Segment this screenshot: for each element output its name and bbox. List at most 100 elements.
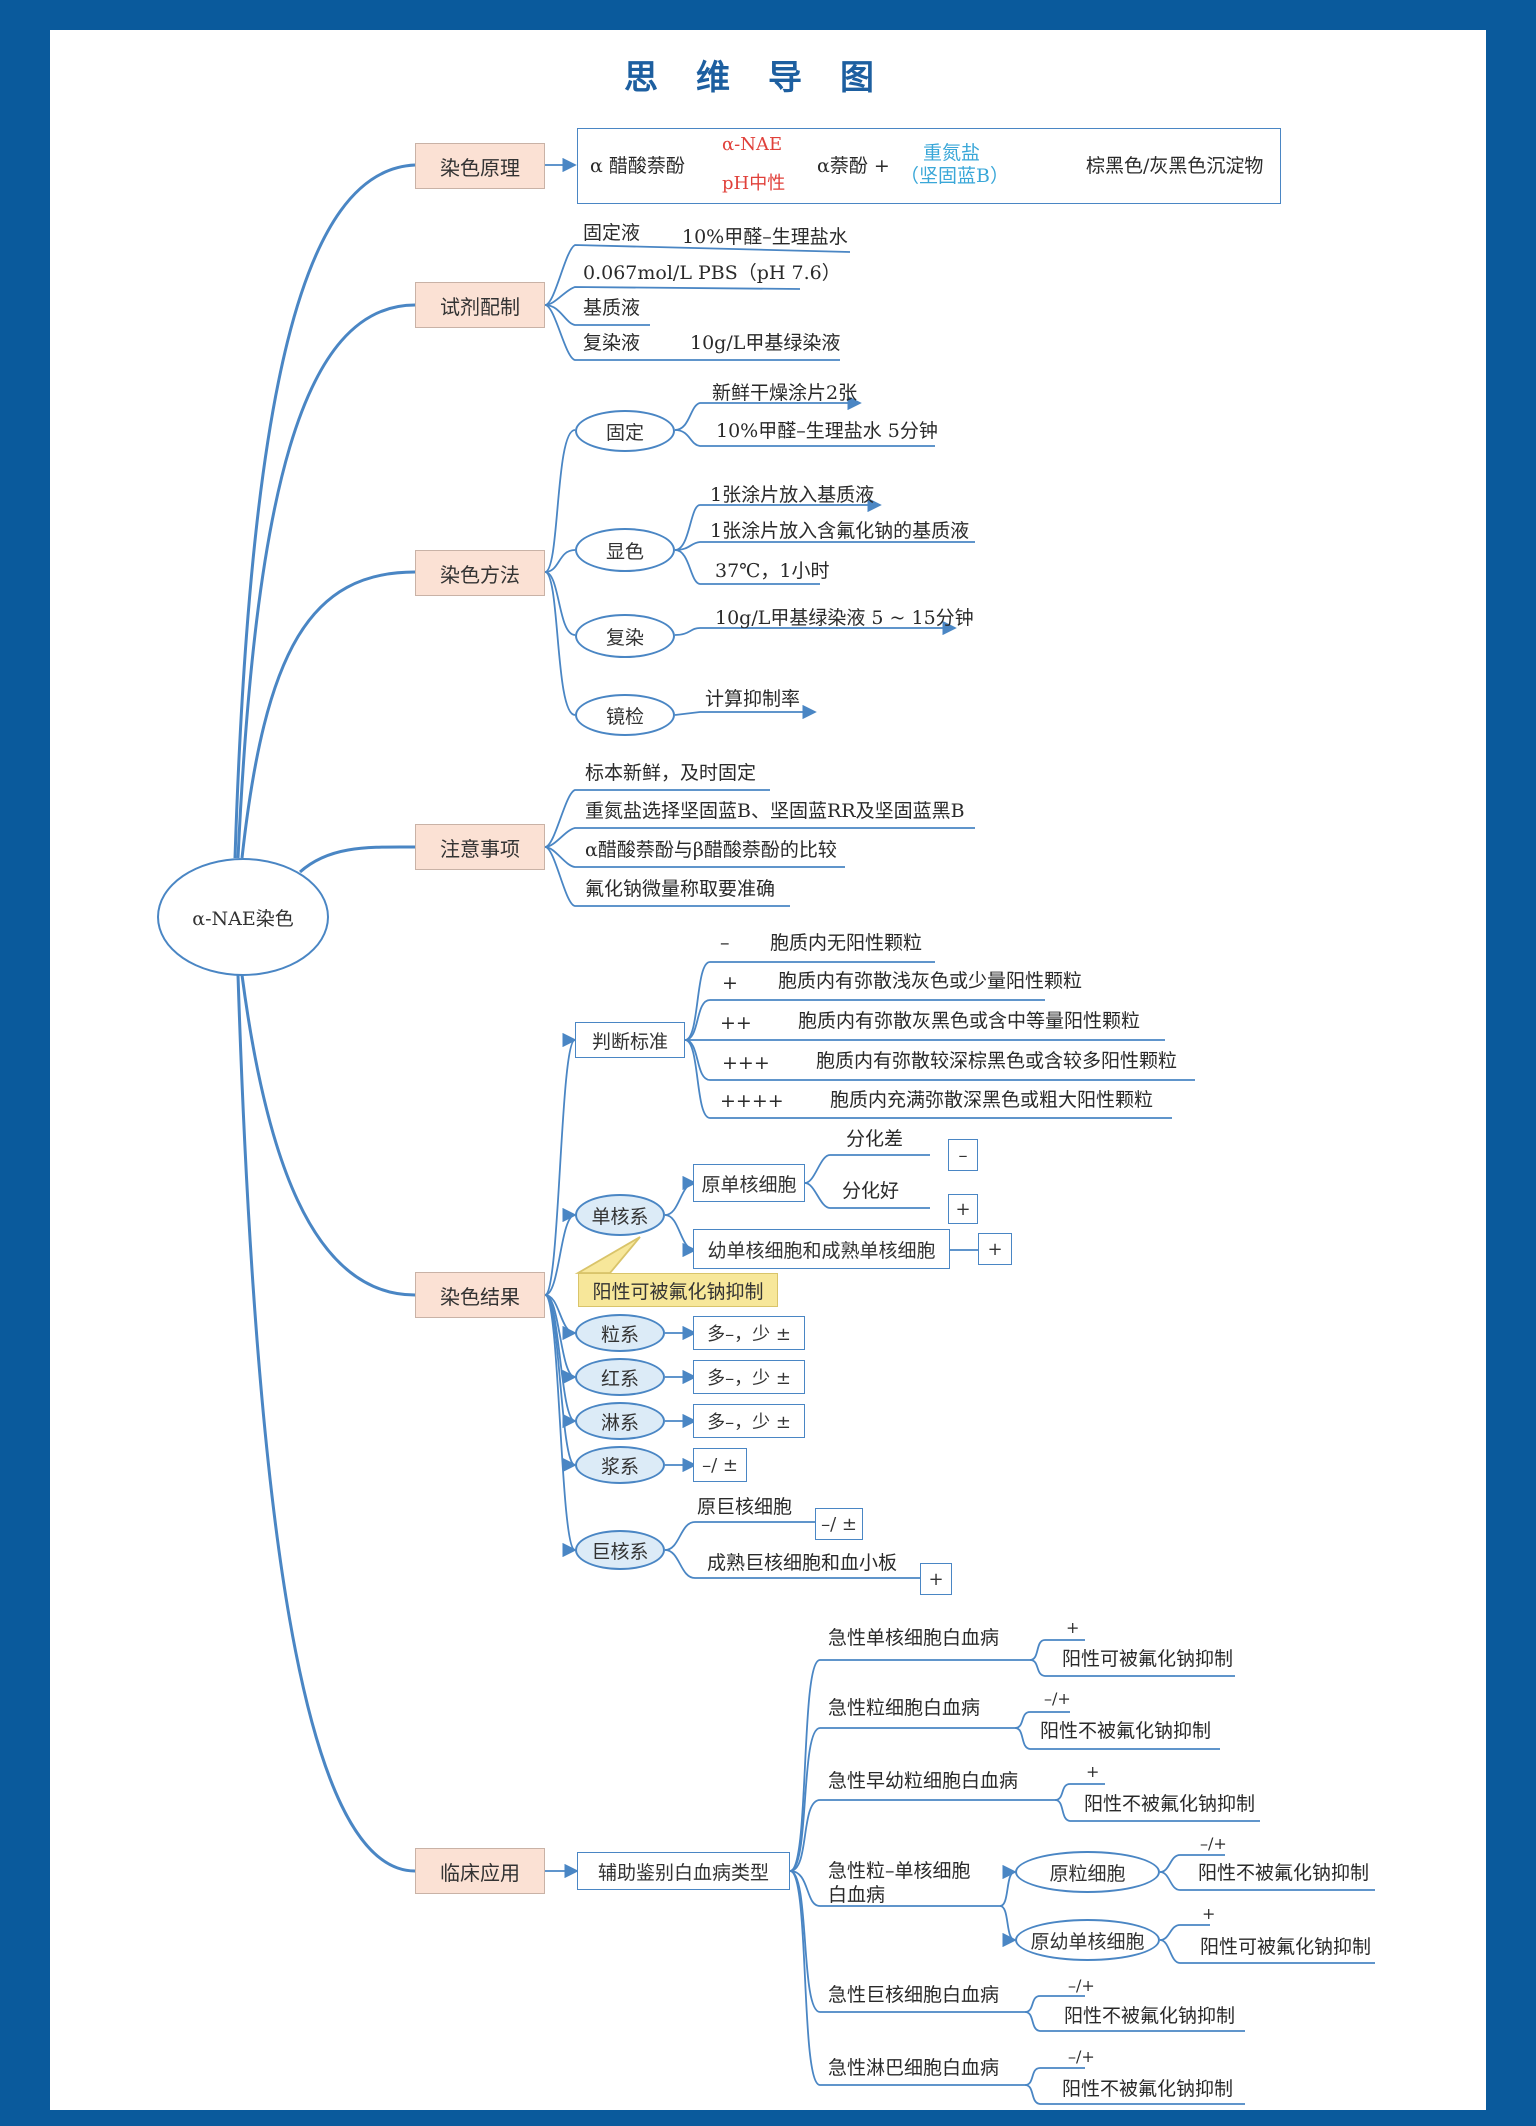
lineage-value: 多–，少 ±	[693, 1316, 805, 1350]
disease-name: 急性淋巴细胞白血病	[828, 2057, 1000, 2079]
criteria-text: 胞质内有弥散灰黑色或含中等量阳性颗粒	[798, 1010, 1141, 1032]
disease-grade: +	[1086, 1762, 1100, 1781]
method-exam: 镜检	[575, 694, 675, 736]
principle-salt-line2: （坚固蓝B）	[900, 165, 1009, 187]
criteria-grade: +	[722, 972, 738, 994]
branch-results: 染色结果	[415, 1272, 545, 1318]
results-lineage: 红系	[575, 1358, 665, 1396]
method-fix-item: 10%甲醛–生理盐水 5分钟	[716, 420, 938, 442]
aml-m4-line2: 白血病	[828, 1884, 886, 1906]
mega-mature: 成熟巨核细胞和血小板	[707, 1552, 898, 1574]
note-item: α醋酸萘酚与β醋酸萘酚的比较	[585, 839, 837, 861]
principle-reaction-box	[577, 128, 1281, 204]
results-lineage: 浆系	[575, 1446, 665, 1484]
root-link-method	[240, 570, 416, 859]
criteria-grade: ++++	[720, 1090, 784, 1112]
disease-name: 急性巨核细胞白血病	[828, 1984, 1000, 2006]
mindmap-sheet	[50, 30, 1486, 2110]
results-mono: 单核系	[575, 1194, 665, 1236]
disease-grade: –/+	[1068, 1976, 1095, 1995]
results-mega: 巨核系	[575, 1530, 665, 1570]
results-criteria: 判断标准	[575, 1022, 685, 1058]
disease-grade: –/+	[1068, 2047, 1095, 2066]
criteria-text: 胞质内充满弥散深黑色或粗大阳性颗粒	[830, 1089, 1154, 1111]
principle-salt-line1: 重氮盐	[923, 142, 981, 164]
branch-clinical: 临床应用	[415, 1848, 545, 1894]
aml-m4-line1: 急性粒–单核细胞	[828, 1860, 971, 1882]
lineage-value: –/ ±	[693, 1448, 747, 1482]
criteria-text: 胞质内有弥散浅灰色或少量阳性颗粒	[778, 970, 1083, 992]
reagent-fix-label: 固定液	[583, 222, 641, 244]
method-counter-item: 10g/L甲基绿染液 5 ~ 15分钟	[715, 607, 974, 629]
reagent-counter-label: 复染液	[583, 332, 641, 354]
reagent-counter-value: 10g/L甲基绿染液	[690, 332, 841, 354]
root-link-results	[240, 974, 416, 1297]
promono-grade: +	[1202, 1904, 1216, 1923]
disease-text: 阳性不被氟化钠抑制	[1040, 1720, 1212, 1742]
criteria-text: 胞质内无阳性颗粒	[770, 932, 923, 954]
criteria-grade: ++	[720, 1012, 752, 1034]
note-item: 标本新鲜，及时固定	[585, 762, 757, 784]
mega-primitive: 原巨核细胞	[697, 1496, 793, 1518]
disease-name: 急性单核细胞白血病	[828, 1627, 1000, 1649]
blast-text: 阳性不被氟化钠抑制	[1198, 1862, 1370, 1884]
disease-text: 阳性不被氟化钠抑制	[1064, 2005, 1236, 2027]
disease-text: 阳性可被氟化钠抑制	[1062, 1648, 1234, 1670]
reagent-fix-value: 10%甲醛–生理盐水	[682, 226, 848, 248]
root-link-reagents	[236, 303, 416, 859]
branch-method: 染色方法	[415, 550, 545, 596]
branch-reagents: 试剂配制	[415, 282, 545, 328]
method-fix: 固定	[575, 410, 675, 452]
criteria-grade: +++	[722, 1052, 770, 1074]
results-lineage: 粒系	[575, 1314, 665, 1352]
clinical-promono: 原幼单核细胞	[1015, 1919, 1160, 1961]
method-exam-item: 计算抑制率	[705, 688, 801, 710]
root-link-notes	[298, 845, 416, 874]
branch-notes: 注意事项	[415, 824, 545, 870]
disease-text: 阳性不被氟化钠抑制	[1062, 2078, 1234, 2100]
principle-enzyme: α-NAE	[722, 134, 783, 155]
mega-mature-value: +	[920, 1563, 952, 1595]
root-link-principle	[233, 163, 416, 859]
disease-grade: +	[1066, 1618, 1080, 1637]
mono-note: 阳性可被氟化钠抑制	[578, 1273, 778, 1307]
principle-final: 棕黑色/灰黑色沉淀物	[1086, 155, 1264, 177]
disease-text: 阳性不被氟化钠抑制	[1084, 1793, 1256, 1815]
reagent-buffer: 0.067mol/L PBS（pH 7.6）	[583, 262, 841, 284]
principle-condition: pH中性	[722, 173, 786, 194]
method-fix-item: 新鲜干燥涂片2张	[712, 382, 858, 404]
method-develop-item: 37℃，1小时	[715, 560, 830, 582]
good-diff-value: +	[948, 1194, 978, 1224]
clinical-blast: 原粒细胞	[1015, 1851, 1160, 1893]
results-lineage: 淋系	[575, 1402, 665, 1440]
good-diff: 分化好	[842, 1180, 900, 1202]
criteria-text: 胞质内有弥散较深棕黑色或含较多阳性颗粒	[816, 1050, 1178, 1072]
poor-diff-value: –	[948, 1139, 978, 1171]
branch-principle: 染色原理	[415, 143, 545, 189]
mono-mature-value: +	[978, 1233, 1012, 1265]
mono-mature: 幼单核细胞和成熟单核细胞	[693, 1229, 950, 1269]
disease-name: 急性早幼粒细胞白血病	[828, 1770, 1019, 1792]
page-title: 思维导图	[624, 58, 912, 98]
note-item: 氟化钠微量称取要准确	[585, 878, 776, 900]
mono-primitive: 原单核细胞	[693, 1164, 805, 1202]
clinical-aid: 辅助鉴别白血病类型	[577, 1852, 790, 1890]
method-develop-item: 1张涂片放入基质液	[710, 484, 875, 506]
method-counter: 复染	[575, 614, 675, 658]
promono-text: 阳性可被氟化钠抑制	[1200, 1936, 1372, 1958]
disease-grade: –/+	[1044, 1689, 1071, 1708]
lineage-value: 多–，少 ±	[693, 1404, 805, 1438]
reagent-substrate: 基质液	[583, 297, 641, 319]
poor-diff: 分化差	[846, 1128, 904, 1150]
root-node: α-NAE染色	[157, 858, 329, 976]
disease-name: 急性粒细胞白血病	[828, 1697, 981, 1719]
principle-product: α萘酚 +	[817, 155, 890, 177]
principle-substrate: α 醋酸萘酚	[590, 155, 685, 177]
blast-grade: –/+	[1200, 1834, 1227, 1853]
note-item: 重氮盐选择坚固蓝B、坚固蓝RR及坚固蓝黑B	[585, 800, 965, 822]
mega-primitive-value: –/ ±	[815, 1508, 863, 1540]
criteria-grade: –	[720, 932, 730, 954]
lineage-value: 多–，少 ±	[693, 1360, 805, 1394]
method-develop: 显色	[575, 528, 675, 572]
